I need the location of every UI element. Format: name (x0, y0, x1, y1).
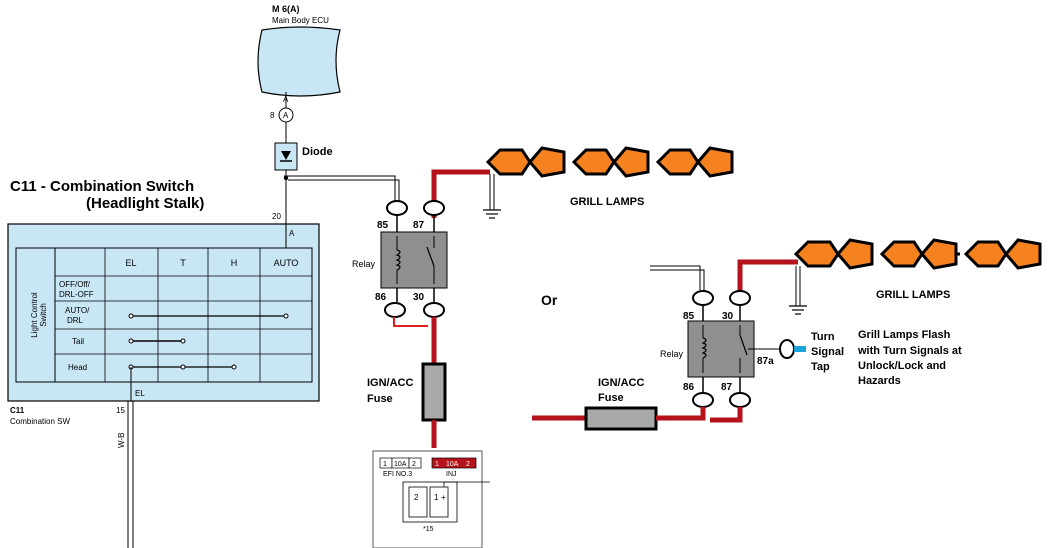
switch-title: C11 - Combination Switch (10, 178, 194, 195)
turn-signal-tap-wire (794, 346, 806, 352)
ecu-id: M 6(A) (272, 4, 300, 14)
diode-label: Diode (302, 146, 333, 158)
switch-wire-color: W-B (117, 433, 126, 448)
row-label-tail: Tail (72, 337, 84, 346)
switch-table (15, 247, 313, 383)
grill-lamps-2 (793, 238, 1042, 270)
ecu-circle-letter: A (283, 111, 289, 120)
col-header-t: T (180, 258, 186, 268)
relay-2: 85 30 86 87 (683, 290, 795, 408)
note-line-2: with Turn Signals at (857, 345, 962, 357)
relay1-pin-87: 87 (413, 220, 425, 231)
fuse2-label-1: IGN/ACC (598, 377, 645, 389)
grill-lamps-1 (485, 146, 734, 178)
fb-left-fuse-1: 1 (383, 461, 387, 468)
fuse1-label-2: Fuse (367, 393, 393, 405)
fb-left-fuse-10a: 10A (394, 461, 407, 468)
switch-pin-letter: A (289, 229, 295, 238)
switch-bottom-label: EL (135, 389, 145, 398)
switch-pin-num: 20 (272, 212, 281, 221)
fb-relay-pin-1: 1 (434, 493, 439, 502)
fb-bottom-num: *15 (423, 526, 434, 533)
relay2-pin-86: 86 (683, 382, 695, 393)
switch-subtitle: (Headlight Stalk) (86, 195, 204, 212)
diode-symbol (281, 151, 291, 160)
switch-code: C11 (10, 406, 25, 415)
relay2-pin-30: 30 (722, 311, 734, 322)
fb-right-fuse-1: 1 (435, 461, 439, 468)
fb-right-label: INJ (446, 471, 457, 478)
fuse-1 (421, 362, 447, 422)
note-line-4: Hazards (858, 375, 901, 387)
or-label: Or (541, 292, 558, 308)
relay1-label: Relay (352, 259, 376, 269)
fuse-2 (584, 406, 658, 431)
fuse2-label-2: Fuse (598, 392, 624, 404)
switch-name: Combination SW (10, 417, 70, 426)
col-header-auto: AUTO (274, 258, 299, 268)
fb-relay-pin-plus: + (441, 493, 446, 502)
fb-left-label: EFI NO.3 (383, 471, 412, 478)
grill-lamps-label-1: GRILL LAMPS (570, 196, 644, 208)
row-label-drl: DRL (67, 316, 84, 325)
relay2-pin-87a: 87a (757, 356, 774, 367)
turn-tap-line-3: Tap (811, 361, 830, 373)
contact-auto-drl (128, 313, 289, 319)
switch-side-label-2: Switch (39, 303, 48, 327)
fb-right-fuse-10a: 10A (446, 461, 459, 468)
ground-symbol-1 (483, 174, 501, 219)
relay1-pin-86: 86 (375, 292, 387, 303)
col-header-el: EL (125, 258, 136, 268)
switch-side-label-1: Light Control (30, 292, 39, 338)
fuse1-label-1: IGN/ACC (367, 377, 414, 389)
relay-1: 85 87 86 30 (375, 200, 448, 318)
fb-left-fuse-2: 2 (412, 461, 416, 468)
row-label-auto: AUTO/ (65, 306, 90, 315)
relay2-pin-87: 87 (721, 382, 733, 393)
contact-tail (128, 338, 186, 344)
fb-relay-pin-2: 2 (414, 493, 419, 502)
row-label-head: Head (68, 363, 87, 372)
col-header-h: H (231, 258, 238, 268)
relay1-pin-30: 30 (413, 292, 425, 303)
ecu-name: Main Body ECU (272, 16, 329, 25)
turn-tap-line-1: Turn (811, 331, 835, 343)
ecu-box (257, 26, 341, 97)
relay1-pin-85: 85 (377, 220, 389, 231)
switch-wire-num: 15 (116, 406, 125, 415)
note-line-1: Grill Lamps Flash (858, 329, 951, 341)
row-label-off: OFF/Off/ (59, 280, 91, 289)
row-label-drl-off: DRL-OFF (59, 290, 94, 299)
ecu-pin-num: 8 (270, 111, 275, 120)
contact-head (128, 364, 237, 370)
turn-tap-line-2: Signal (811, 346, 844, 358)
fb-right-fuse-2: 2 (466, 461, 470, 468)
relay2-pin-85: 85 (683, 311, 695, 322)
grill-lamps-label-2: GRILL LAMPS (876, 289, 950, 301)
ground-symbol-2 (789, 266, 807, 315)
relay2-label: Relay (660, 349, 684, 359)
note-line-3: Unlock/Lock and (858, 360, 946, 372)
